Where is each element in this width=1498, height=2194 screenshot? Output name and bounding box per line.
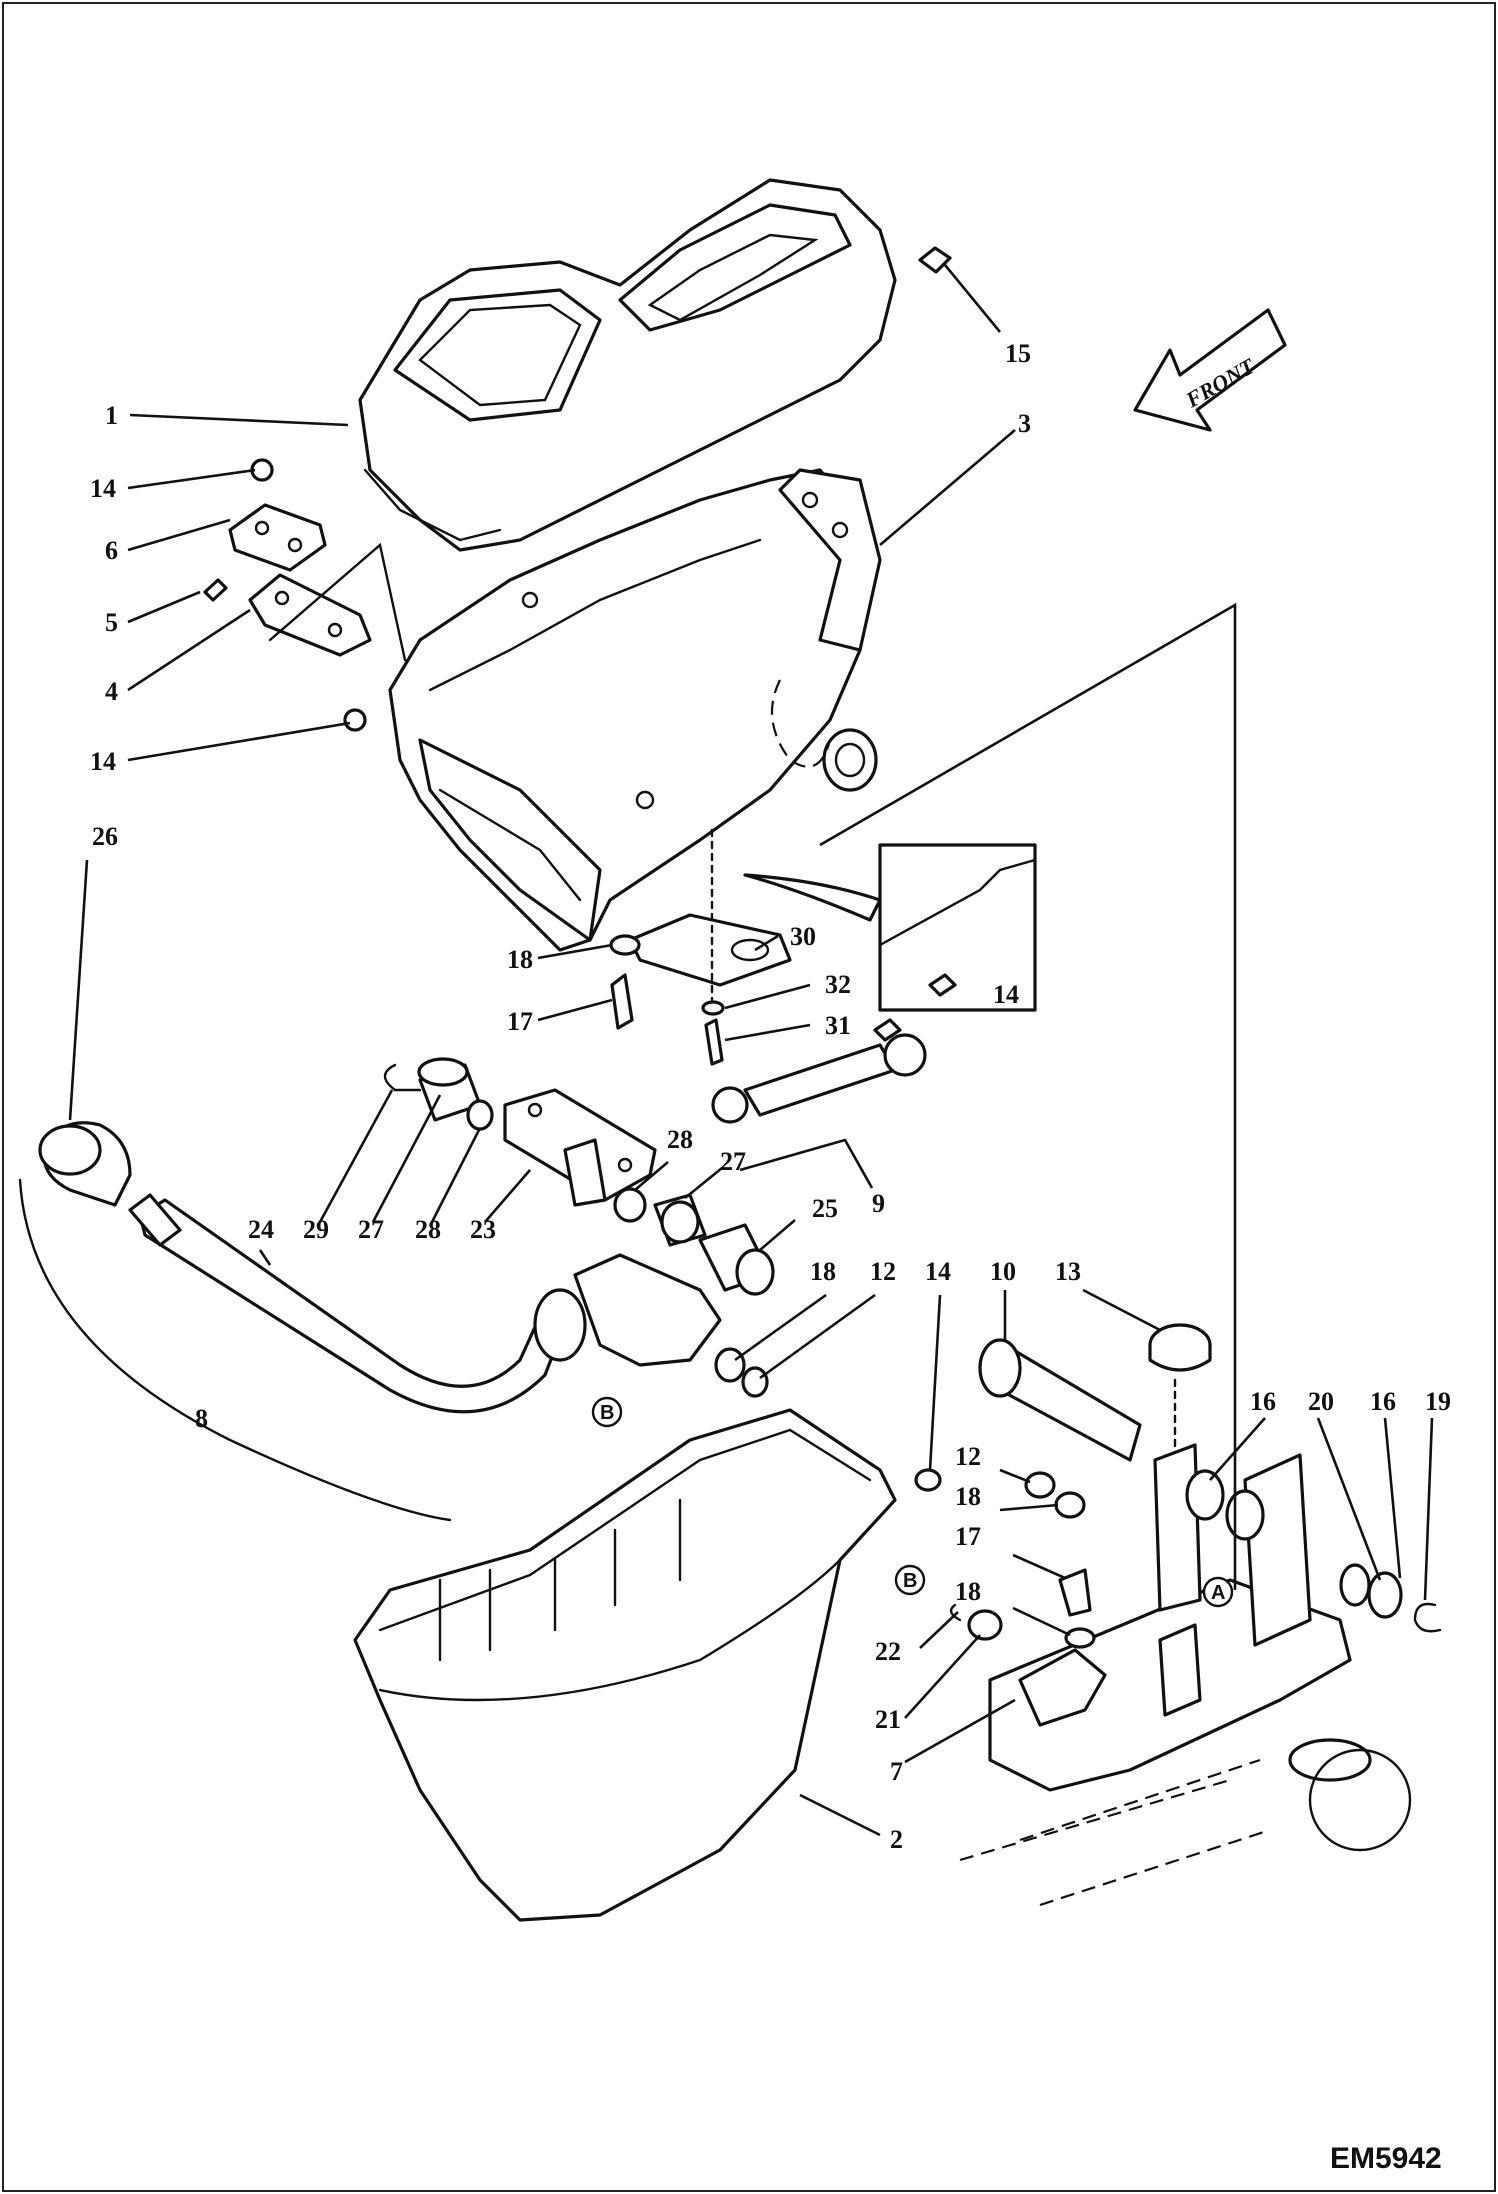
callout-18: 18 — [810, 1257, 836, 1286]
callout-28: 28 — [667, 1125, 693, 1154]
bracket-30 — [628, 913, 792, 987]
svg-text:B: B — [600, 1402, 614, 1424]
callout-14: 14 — [90, 747, 116, 776]
callout-5: 5 — [105, 608, 118, 637]
callout-18: 18 — [955, 1577, 981, 1606]
callout-12: 12 — [870, 1257, 896, 1286]
ref-marker-a: A — [1202, 1576, 1234, 1608]
callout-30: 30 — [790, 922, 816, 951]
callouts: 1 14 6 5 4 14 26 15 3 18 17 30 32 31 9 2… — [90, 339, 1451, 1854]
callout-14: 14 — [925, 1257, 951, 1286]
callout-17: 17 — [507, 1007, 533, 1036]
detail-inset — [878, 843, 1037, 1012]
clip-22 — [949, 1603, 962, 1622]
callout-13: 13 — [1055, 1257, 1081, 1286]
ref-marker-b-1: B — [591, 1396, 623, 1428]
callout-32: 32 — [825, 970, 851, 999]
washer-18-c — [1054, 1491, 1086, 1519]
callout-28: 28 — [415, 1215, 441, 1244]
drawing-number: EM5942 — [1330, 2142, 1442, 2175]
callout-27: 27 — [358, 1215, 384, 1244]
callout-17: 17 — [955, 1522, 981, 1551]
callout-25: 25 — [812, 1194, 838, 1223]
callout-16: 16 — [1370, 1387, 1396, 1416]
lower-housing — [353, 1408, 897, 1922]
callout-19: 19 — [1425, 1387, 1451, 1416]
bushing-21 — [967, 1609, 1003, 1641]
callout-22: 22 — [875, 1637, 901, 1666]
callout-16: 16 — [1250, 1387, 1276, 1416]
clip-19 — [1413, 1602, 1442, 1633]
callout-8: 8 — [195, 1404, 208, 1433]
callout-20: 20 — [1308, 1387, 1334, 1416]
callout-6: 6 — [105, 536, 118, 565]
pin-10 — [978, 1338, 1142, 1462]
callout-1: 1 — [105, 401, 118, 430]
nut-14-c — [914, 1468, 942, 1492]
bolt-5 — [203, 578, 228, 602]
lever-24 — [128, 1193, 572, 1414]
callout-29: 29 — [303, 1215, 329, 1244]
bolt-15 — [918, 246, 952, 274]
washer-18-a — [609, 934, 641, 956]
callout-14: 14 — [993, 980, 1019, 1009]
bolt-17-a — [610, 973, 634, 1030]
svg-text:A: A — [1211, 1582, 1225, 1604]
callout-7: 7 — [890, 1757, 903, 1786]
callout-24: 24 — [248, 1215, 274, 1244]
svg-text:B: B — [903, 1570, 917, 1592]
washer-18-d — [1064, 1627, 1096, 1649]
nut-12-b — [1024, 1471, 1056, 1499]
bracket-frame — [388, 468, 882, 952]
plate-4 — [248, 573, 372, 657]
callout-10: 10 — [990, 1257, 1016, 1286]
callout-21: 21 — [875, 1705, 901, 1734]
washers-16-20 — [1185, 1469, 1403, 1619]
washer-32 — [701, 1000, 725, 1016]
clip-29 — [383, 1063, 422, 1092]
leader-lines — [68, 264, 1434, 1837]
knob-26 — [38, 1121, 132, 1207]
bolt-31 — [704, 1018, 724, 1066]
sleeve-25 — [698, 1223, 775, 1296]
mount-23 — [503, 1088, 657, 1207]
washer-28-a — [466, 1099, 494, 1131]
callout-9: 9 — [872, 1189, 885, 1218]
plate-6 — [228, 503, 327, 572]
bolt-17-b — [1058, 1568, 1092, 1617]
knob-13 — [1148, 1323, 1212, 1372]
callout-26: 26 — [92, 822, 118, 851]
front-arrow: FRONT — [1133, 308, 1287, 432]
bushing-27-b — [653, 1193, 707, 1247]
callout-3: 3 — [1018, 409, 1031, 438]
rod-9 — [711, 1018, 927, 1124]
bolt-14-mid — [343, 708, 367, 732]
callout-23: 23 — [470, 1215, 496, 1244]
yoke — [533, 1253, 722, 1367]
callout-31: 31 — [825, 1011, 851, 1040]
callout-18: 18 — [507, 945, 533, 974]
callout-4: 4 — [105, 677, 118, 706]
bracket-7 — [1018, 1648, 1107, 1727]
callout-14: 14 — [90, 474, 116, 503]
callout-18: 18 — [955, 1482, 981, 1511]
callout-12: 12 — [955, 1442, 981, 1471]
ref-marker-b-2: B — [894, 1564, 926, 1596]
nut-12-a — [741, 1366, 769, 1398]
callout-15: 15 — [1005, 339, 1031, 368]
washer-28-b — [613, 1187, 647, 1223]
callout-27: 27 — [720, 1147, 746, 1176]
console-cover — [358, 178, 897, 552]
callout-2: 2 — [890, 1825, 903, 1854]
nut-18-b — [714, 1347, 746, 1383]
